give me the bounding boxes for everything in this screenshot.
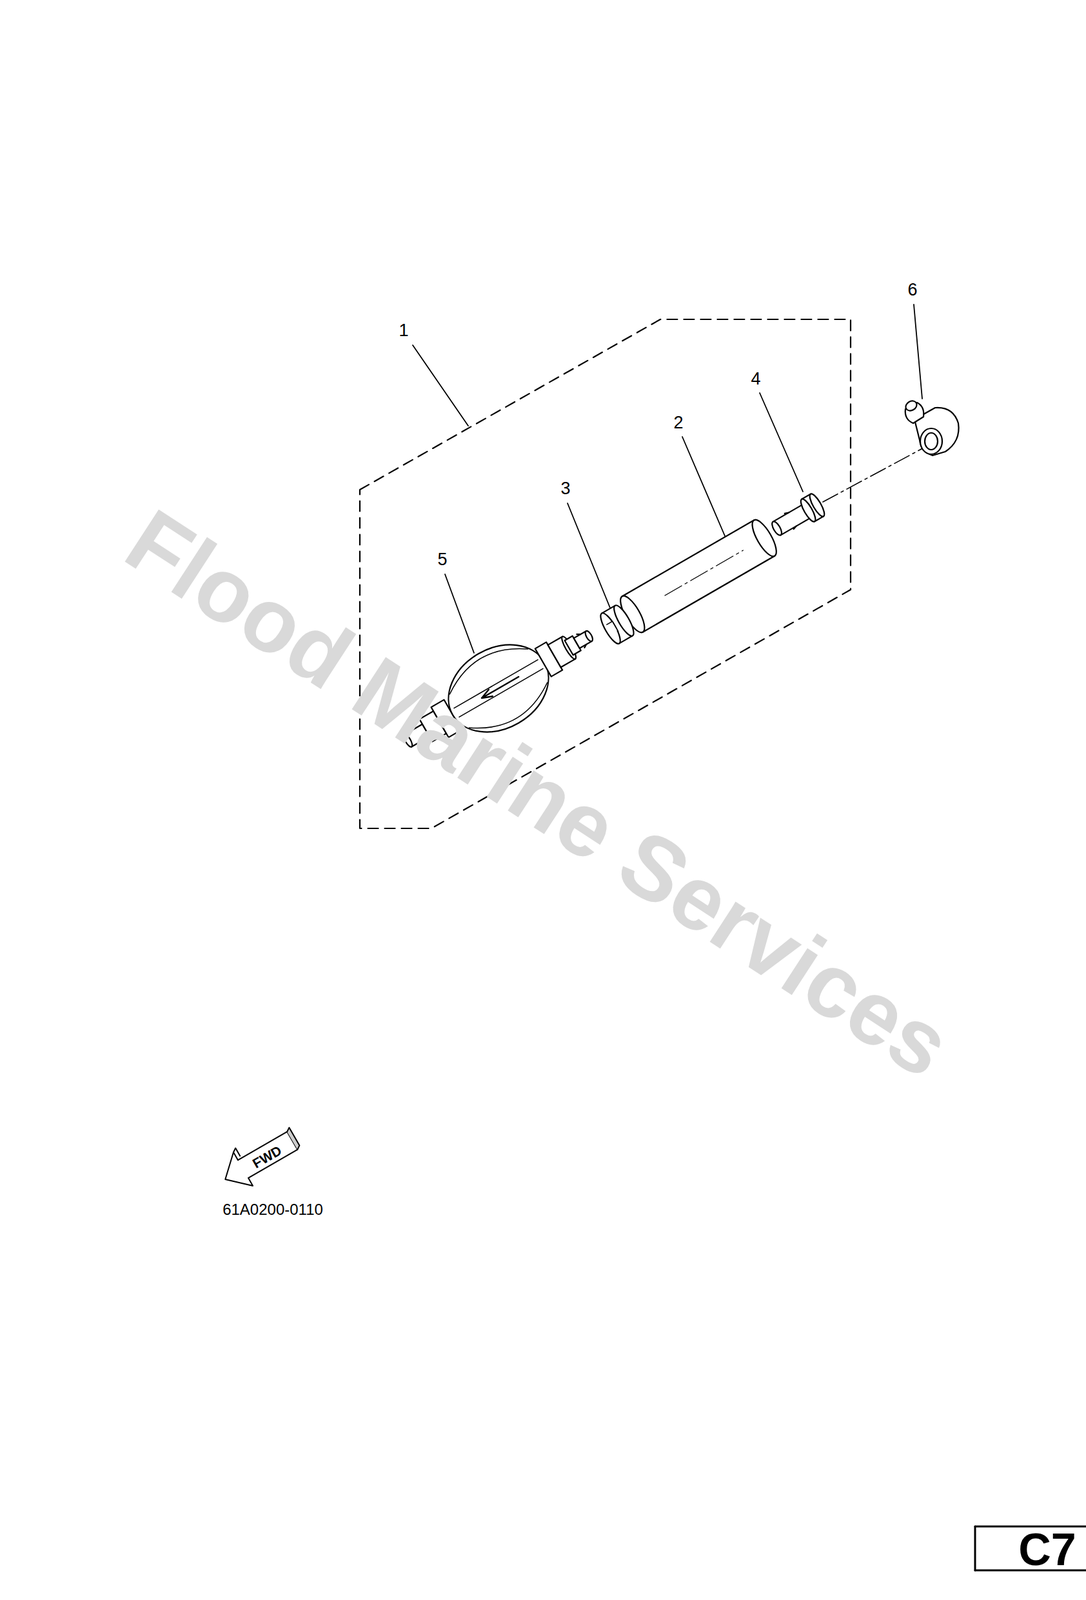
leader-line [682, 436, 728, 542]
leader-line [567, 503, 613, 614]
callout-number: 4 [750, 370, 761, 388]
forward-arrow [232, 1147, 240, 1158]
leader-line [759, 392, 803, 492]
callout-number: 6 [907, 281, 918, 299]
callout-number: 3 [560, 479, 571, 498]
forward-arrow [215, 1123, 302, 1196]
hose-joint [767, 492, 827, 542]
elbow-fitting [924, 432, 938, 450]
forward-arrow [214, 1119, 306, 1196]
hose-clip [597, 610, 624, 647]
hose-joint [784, 511, 798, 529]
hose-clip [606, 621, 619, 635]
callout-number: 2 [673, 414, 683, 432]
primer-bulb [583, 629, 594, 643]
leader-line [412, 304, 923, 653]
elbow-fitting [904, 398, 919, 413]
watermark: Flood Marine Services [112, 494, 966, 1093]
leader-line [412, 345, 469, 426]
hose-joint [807, 492, 827, 519]
hose-joint [770, 519, 784, 537]
figure-code: 61A0200-0110 [222, 1201, 324, 1217]
callout-number: 5 [437, 550, 447, 569]
center-line [822, 445, 928, 502]
fuel-hose [615, 516, 781, 636]
page-tag [974, 1525, 977, 1570]
leader-line [444, 573, 474, 653]
fuel-hose [664, 550, 743, 596]
elbow-fitting [920, 428, 943, 455]
forward-arrow [285, 1127, 301, 1150]
parts-illustration [214, 304, 1086, 1570]
primer-bulb [576, 632, 587, 648]
hose-clip [597, 602, 638, 647]
leader-line [913, 304, 923, 399]
primer-bulb [479, 673, 521, 701]
direction-label: FWD [250, 1142, 284, 1170]
elbow-fitting [904, 398, 959, 456]
page-code: C7 [1018, 1526, 1076, 1572]
fuel-hose [622, 519, 775, 632]
callout-number: 1 [398, 321, 409, 340]
fuel-hose [748, 516, 781, 560]
